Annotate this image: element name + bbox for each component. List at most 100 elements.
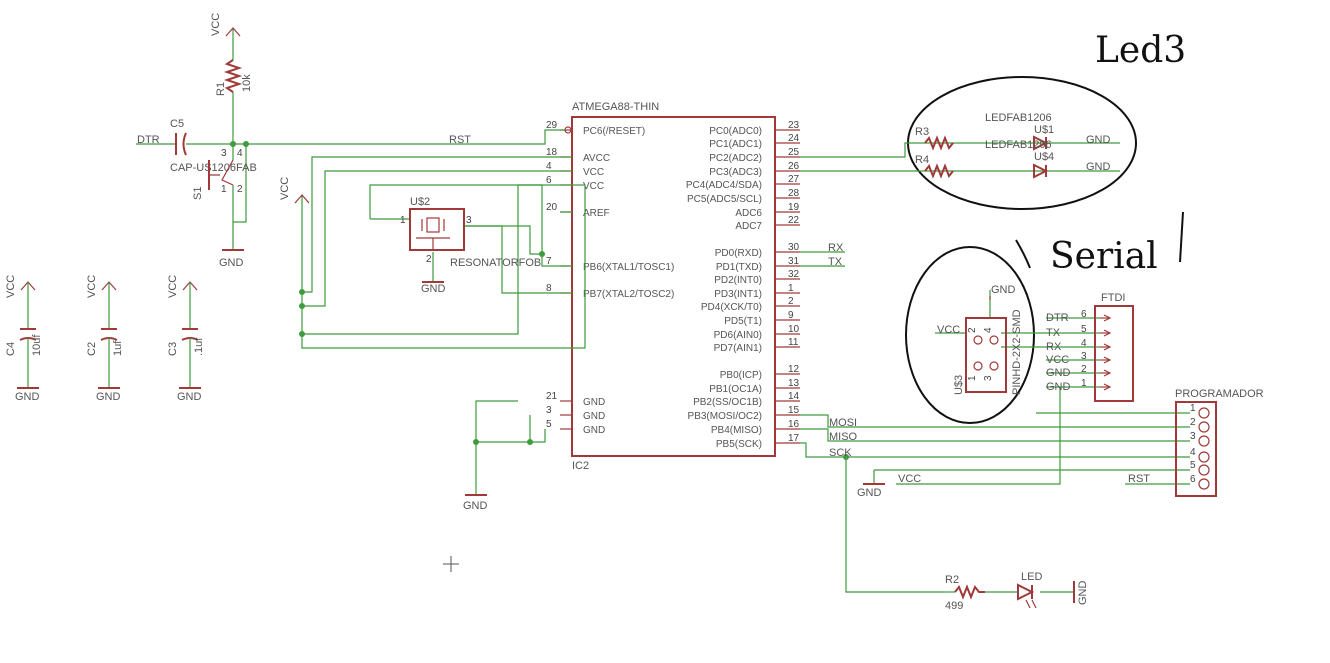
ftdi-pin-num: 1 (1081, 378, 1087, 389)
ic2-right-pin-name: PB5(SCK) (716, 439, 762, 450)
ic2-right-pin-num: 17 (788, 433, 800, 444)
vcc-r1: VCC (210, 13, 222, 36)
svg-text:1: 1 (967, 375, 978, 381)
c5-value: CAP-US1206FAB (170, 162, 257, 174)
ftdi-pin-sig: VCC (1046, 354, 1069, 366)
svg-text:3: 3 (466, 215, 472, 226)
serial-stroke-2 (1179, 211, 1184, 263)
ic2-right-pin-num: 25 (788, 147, 800, 158)
r3-r4-resistors: R3 R4 (915, 126, 954, 179)
note-serial: Serial (1050, 236, 1158, 277)
ic2-right-pin-name: PD6(AIN0) (714, 330, 762, 341)
ic2-atmega88: ATMEGA88-THIN IC2 29PC6(/RESET)18AVCC4VC… (546, 101, 800, 472)
net-dtr: DTR (137, 134, 160, 146)
ic2-right-pin-name: PB1(OC1A) (709, 384, 762, 395)
serial-stroke (1015, 239, 1031, 269)
r1-ref: R1 (215, 82, 227, 96)
r2-led: R2 499 LED (945, 571, 1042, 612)
u3-value: PINHD-2X2-SMD (1011, 309, 1023, 395)
ic2-right-pin-num: 11 (788, 337, 799, 348)
s1-switch: S1 3 4 1 2 (192, 148, 243, 200)
programador-pin-num: 1 (1190, 403, 1196, 414)
ic2-left-pin-name: AVCC (583, 153, 610, 164)
cap-value: .1uf (193, 337, 205, 356)
r2-ref: R2 (945, 574, 959, 586)
crosshair-cursor (443, 556, 459, 572)
ic2-right-pin-num: 22 (788, 215, 800, 226)
svg-text:2: 2 (967, 327, 978, 333)
ic2-right-pin-name: PB0(ICP) (720, 370, 762, 381)
net-rx: RX (828, 242, 844, 254)
ic2-right-pin-num: 19 (788, 202, 800, 213)
ic2-right-pin-num: 10 (788, 324, 800, 335)
ic2-left-pin-name: GND (583, 397, 605, 408)
programador-pin-num: 2 (1190, 417, 1196, 428)
ic2-right-pin-num: 28 (788, 188, 800, 199)
ic2-right-pin-num: 32 (788, 269, 800, 280)
ic2-left-pin-num: 4 (546, 161, 552, 172)
ic2-right-pin-name: PC0(ADC0) (709, 126, 762, 137)
cap-value: 1uf (112, 340, 124, 356)
ic2-left-pin-name: PC6(/RESET) (583, 126, 645, 137)
gnd-switch: GND (219, 257, 244, 269)
ftdi-pin-num: 4 (1081, 338, 1087, 349)
ic2-ref: IC2 (572, 460, 589, 472)
ic2-body (571, 116, 776, 457)
ic2-right-pin-num: 16 (788, 419, 800, 430)
ic2-left-pin-num: 29 (546, 120, 558, 131)
cap-gnd-label: GND (96, 391, 121, 403)
leds-u1-u4: LEDFAB1206 U$1 LEDFAB1206 U$4 (985, 112, 1054, 179)
ic2-left-pin-name: GND (583, 411, 605, 422)
ftdi-pin-sig: RX (1046, 341, 1062, 353)
ic2-left-pin-num: 5 (546, 419, 552, 430)
svg-text:4: 4 (237, 148, 243, 159)
ftdi-pin-num: 6 (1081, 309, 1087, 320)
vcc-bus: VCC (279, 177, 291, 200)
ic2-left-pin-num: 8 (546, 283, 552, 294)
u2-resonator: U$2 RESONATORFOB 1 2 3 (400, 196, 541, 269)
ftdi-pin-sig: DTR (1046, 312, 1069, 324)
ic2-right-pin-name: PD7(AIN1) (714, 343, 762, 354)
r2-value: 499 (945, 600, 963, 612)
ic2-right-pin-name: PC4(ADC4/SDA) (686, 180, 762, 191)
cap-value: 10uf (31, 334, 43, 356)
u4-value: LEDFAB1206 (985, 139, 1052, 151)
net-vcc-prog: VCC (898, 473, 921, 485)
r1-value: 10k (241, 74, 253, 92)
note-leds: Led3 (1095, 30, 1186, 71)
ic2-right-pin-num: 31 (788, 256, 800, 267)
ic2-right-pin-name: PD5(T1) (724, 316, 762, 327)
s1-ref: S1 (192, 187, 204, 200)
programador-pin-num: 6 (1190, 474, 1196, 485)
ic2-right-pin-num: 30 (788, 242, 800, 253)
u3-header: 2 4 1 3 U$3 PINHD-2X2-SMD (953, 309, 1023, 395)
ic2-right-pin-num: 23 (788, 120, 800, 131)
handwritten-notes: Led3 Serial (905, 30, 1186, 424)
programador-pin-num: 5 (1190, 460, 1196, 471)
ic2-right-pin-num: 14 (788, 391, 800, 402)
svg-text:4: 4 (983, 327, 994, 333)
cap-gnd-label: GND (177, 391, 202, 403)
ic2-right-pin-num: 15 (788, 405, 800, 416)
gnd-prog: GND (857, 487, 882, 499)
net-labels: DTR RST RX TX MOSI MISO SCK VCC RST GND … (137, 134, 1150, 485)
net-miso: MISO (829, 431, 858, 443)
ftdi-title: FTDI (1101, 292, 1125, 304)
programador-title: PROGRAMADOR (1175, 388, 1264, 400)
svg-text:3: 3 (221, 148, 227, 159)
ic2-right-pin-name: PC2(ADC2) (709, 153, 762, 164)
led-ref: LED (1021, 571, 1042, 583)
ic2-right-pin-name: PB4(MISO) (711, 425, 762, 436)
u2-value: RESONATORFOB (450, 257, 541, 269)
cap-ref: C3 (167, 342, 179, 356)
ic2-right-pin-num: 9 (788, 310, 794, 321)
gnd-serial: GND (991, 284, 1016, 296)
gnd-led: GND (1077, 581, 1089, 606)
ic2-right-pin-num: 27 (788, 174, 800, 185)
gnd-resonator: GND (421, 283, 446, 295)
